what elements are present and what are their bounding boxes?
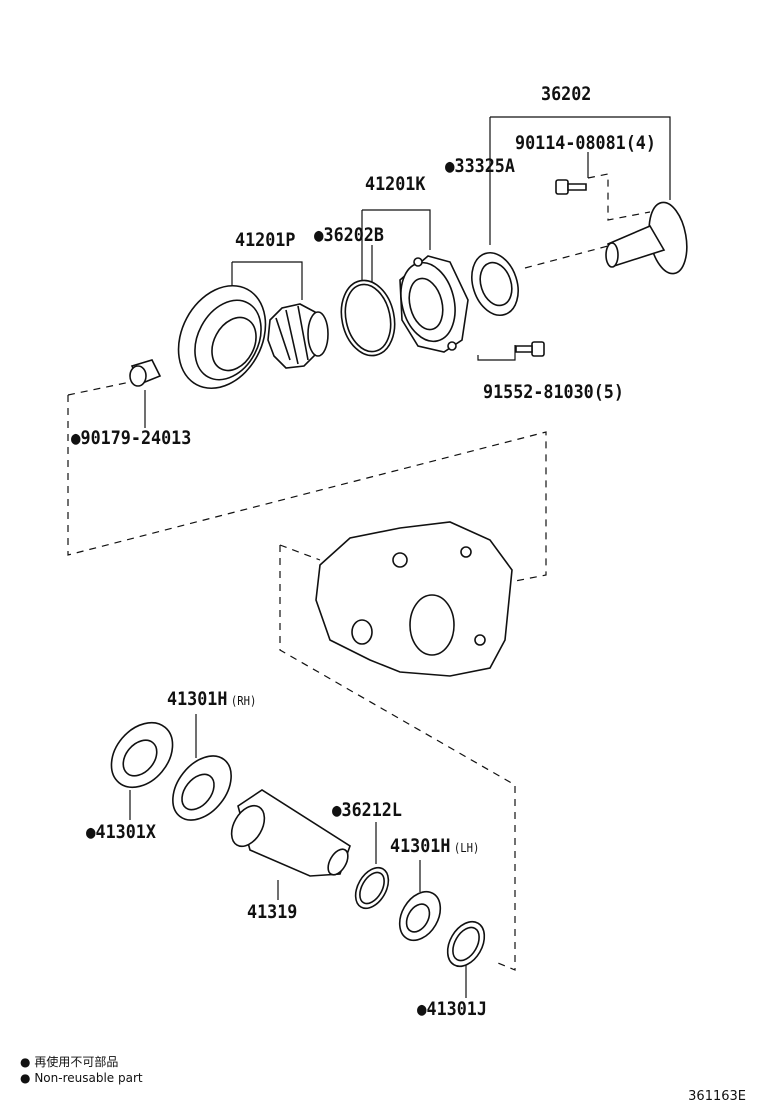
transfer-housing [315, 521, 513, 677]
legend-text-jp: 再使用不可部品 [34, 1055, 119, 1069]
legend-text-en: Non-reusable part [34, 1071, 143, 1085]
bolt-90114-08081 [555, 179, 587, 195]
bearing-41301h-lh [398, 890, 442, 942]
label-41301j: ●41301J [417, 1000, 487, 1019]
label-text: 36212L [341, 799, 402, 821]
label-91552-81030: 91552-81030(5) [483, 381, 624, 403]
oil-seal-33325a [471, 252, 519, 316]
label-36202: 36202 [541, 83, 592, 105]
side-lh: (LH) [453, 841, 480, 855]
figure-reference: 361163E [688, 1089, 746, 1104]
label-36202b: ●36202B [314, 226, 384, 245]
snap-ring-36212l [354, 866, 390, 910]
label-41301h-lh: 41301H(LH) [390, 837, 479, 856]
flange-36202 [605, 201, 688, 275]
plug-90179-24013 [129, 359, 162, 387]
bolt-91552-81030 [515, 341, 545, 357]
differential-case-41201p [177, 284, 267, 390]
pinion-gear [267, 303, 329, 369]
label-text: 90179-24013 [80, 427, 192, 449]
non-reusable-bullet: ● [445, 156, 455, 177]
bearing-41301h-rh [172, 755, 232, 821]
label-text: 41301H [167, 688, 228, 710]
label-text: 41301H [390, 835, 451, 857]
ring-41301j [446, 920, 486, 968]
legend-bullet: ● [20, 1071, 31, 1085]
label-90114-08081: 90114-08081(4) [515, 132, 656, 154]
label-90179-24013: ●90179-24013 [71, 429, 191, 448]
legend-bullet: ● [20, 1055, 31, 1069]
non-reusable-bullet: ● [417, 999, 427, 1020]
label-41301h-rh: 41301H(RH) [167, 690, 256, 709]
non-reusable-bullet: ● [86, 822, 96, 843]
non-reusable-bullet: ● [71, 428, 81, 449]
o-ring-36202b [340, 279, 396, 357]
label-41201k: 41201K [365, 173, 426, 195]
shaft-41319 [230, 789, 351, 877]
label-41301x: ●41301X [86, 823, 156, 842]
washer-41301x [110, 721, 174, 789]
legend-line-jp: ● 再使用不可部品 [20, 1053, 118, 1070]
label-text: 36202B [323, 224, 384, 246]
dashed-lines [67, 173, 651, 971]
label-36212l: ●36212L [332, 801, 402, 820]
label-text: 33325A [454, 155, 515, 177]
legend-line-en: ● Non-reusable part [20, 1071, 143, 1085]
label-33325a: ●33325A [445, 157, 515, 176]
non-reusable-bullet: ● [332, 800, 342, 821]
non-reusable-bullet: ● [314, 225, 324, 246]
leader-lines [129, 116, 671, 998]
label-41319: 41319 [247, 901, 298, 923]
side-rh: (RH) [230, 694, 257, 708]
label-text: 41301J [426, 998, 487, 1020]
retainer-41201k [399, 255, 469, 353]
label-text: 41301X [95, 821, 156, 843]
label-41201p: 41201P [235, 229, 296, 251]
